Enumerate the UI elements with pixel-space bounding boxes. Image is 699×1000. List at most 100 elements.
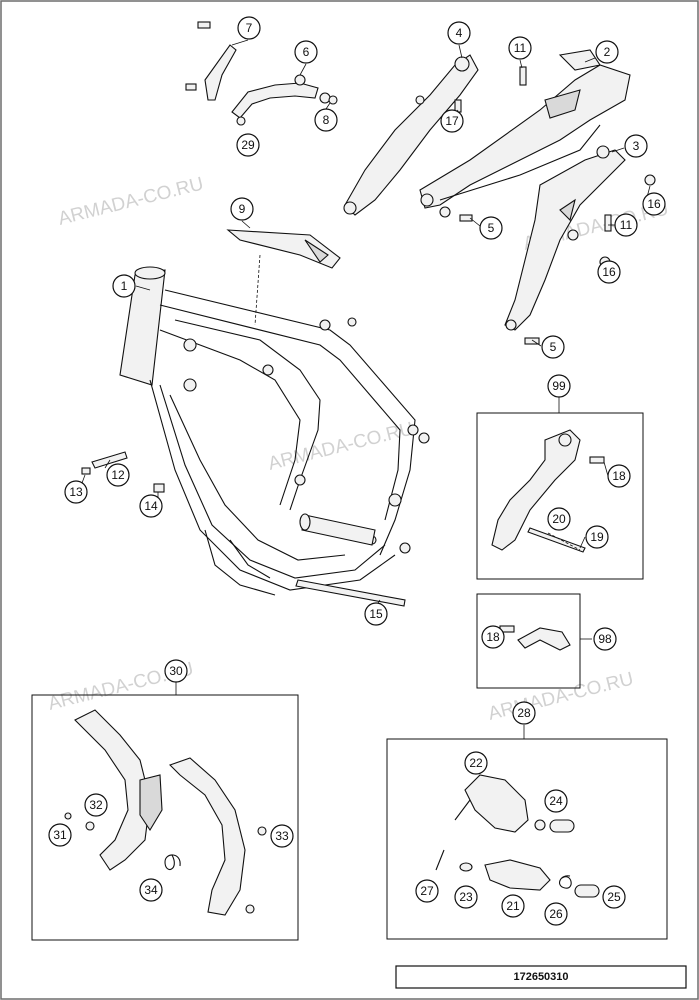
footpeg-lower-drawing [435, 849, 600, 898]
callout-33: 33 [270, 824, 294, 848]
svg-text:98: 98 [598, 632, 612, 646]
svg-text:33: 33 [275, 829, 289, 843]
callout-13: 13 [64, 480, 88, 504]
curved-bracket-drawing [231, 74, 331, 119]
svg-text:16: 16 [602, 265, 616, 279]
guard-hardware-drawing [64, 812, 267, 914]
svg-text:26: 26 [549, 907, 563, 921]
svg-text:34: 34 [144, 883, 158, 897]
svg-text:15: 15 [369, 607, 383, 621]
group-box-28 [386, 738, 668, 940]
callout-21: 21 [501, 894, 525, 918]
callout-34: 34 [139, 878, 163, 902]
svg-text:9: 9 [239, 202, 246, 216]
svg-text:32: 32 [89, 798, 103, 812]
group-box-30 [31, 694, 299, 941]
svg-text:19: 19 [590, 530, 604, 544]
callout-8: 8 [314, 108, 338, 132]
callout-6: 6 [294, 40, 318, 64]
drawing-code: 172650310 [513, 971, 568, 983]
main-frame-drawing [119, 266, 430, 596]
watermark: ARMADA-CO.RU [56, 173, 206, 229]
frame-guard-left-drawing [74, 709, 163, 871]
callout-16: 16 [642, 192, 666, 216]
group-box-98 [476, 593, 581, 689]
callout-11: 11 [508, 36, 532, 60]
callout-1: 1 [112, 274, 136, 298]
svg-text:29: 29 [241, 138, 255, 152]
svg-text:7: 7 [246, 21, 253, 35]
svg-text:31: 31 [53, 828, 67, 842]
callout-20: 20 [547, 507, 571, 531]
watermark: ARMADA-CO.RU [266, 418, 416, 474]
frame-guard-right-drawing [168, 757, 246, 916]
svg-text:18: 18 [486, 630, 500, 644]
callout-22: 22 [464, 751, 488, 775]
callout-11: 11 [614, 213, 638, 237]
callout-32: 32 [84, 793, 108, 817]
svg-text:6: 6 [303, 45, 310, 59]
svg-text:2: 2 [604, 45, 611, 59]
svg-text:18: 18 [612, 469, 626, 483]
svg-text:17: 17 [445, 114, 459, 128]
callout-29: 29 [236, 133, 260, 157]
svg-text:22: 22 [469, 756, 483, 770]
callout-25: 25 [602, 885, 626, 909]
guide-98-drawing [499, 625, 571, 651]
subframe-drawing [419, 49, 631, 218]
callout-18: 18 [607, 464, 631, 488]
svg-text:27: 27 [420, 884, 434, 898]
small-bracket-drawing [185, 21, 237, 101]
svg-text:1: 1 [121, 279, 128, 293]
callout-16: 16 [597, 260, 621, 284]
callout-27: 27 [415, 879, 439, 903]
svg-text:3: 3 [633, 139, 640, 153]
callout-5: 5 [541, 335, 565, 359]
callout-5: 5 [479, 216, 503, 240]
callout-18: 18 [481, 625, 505, 649]
hardware-drawing [81, 66, 656, 607]
callout-26: 26 [544, 902, 568, 926]
svg-text:23: 23 [459, 890, 473, 904]
footpeg-upper-drawing [454, 774, 575, 833]
callout-15: 15 [364, 602, 388, 626]
group-box-99 [476, 412, 644, 580]
callout-17: 17 [440, 109, 464, 133]
bracket-arm-drawing [343, 54, 479, 216]
callout-24: 24 [544, 789, 568, 813]
svg-text:5: 5 [550, 340, 557, 354]
svg-text:25: 25 [607, 890, 621, 904]
svg-text:11: 11 [514, 41, 527, 55]
drawing-code-box: 172650310 [395, 965, 687, 989]
callout-2: 2 [595, 40, 619, 64]
svg-text:28: 28 [517, 706, 531, 720]
svg-text:24: 24 [549, 794, 563, 808]
callout-4: 4 [447, 21, 471, 45]
callout-3: 3 [624, 134, 648, 158]
callout-98: 98 [593, 627, 617, 651]
svg-text:8: 8 [323, 113, 330, 127]
svg-text:13: 13 [69, 485, 83, 499]
callout-9: 9 [230, 197, 254, 221]
svg-text:14: 14 [144, 499, 158, 513]
callout-99: 99 [547, 374, 571, 398]
callout-7: 7 [237, 16, 261, 40]
svg-text:30: 30 [169, 664, 183, 678]
svg-text:12: 12 [111, 468, 125, 482]
svg-text:20: 20 [552, 512, 566, 526]
svg-text:4: 4 [456, 26, 463, 40]
svg-text:5: 5 [488, 221, 495, 235]
svg-text:16: 16 [647, 197, 661, 211]
callout-23: 23 [454, 885, 478, 909]
plate-drawing [226, 229, 341, 269]
svg-text:99: 99 [552, 379, 566, 393]
callout-12: 12 [106, 463, 130, 487]
rear-subframe-drawing [504, 145, 626, 331]
watermark: ARMADA-CO.RU [486, 668, 636, 724]
bracket-99-drawing [491, 429, 605, 553]
svg-text:21: 21 [506, 899, 520, 913]
callout-30: 30 [164, 659, 188, 683]
callout-31: 31 [48, 823, 72, 847]
